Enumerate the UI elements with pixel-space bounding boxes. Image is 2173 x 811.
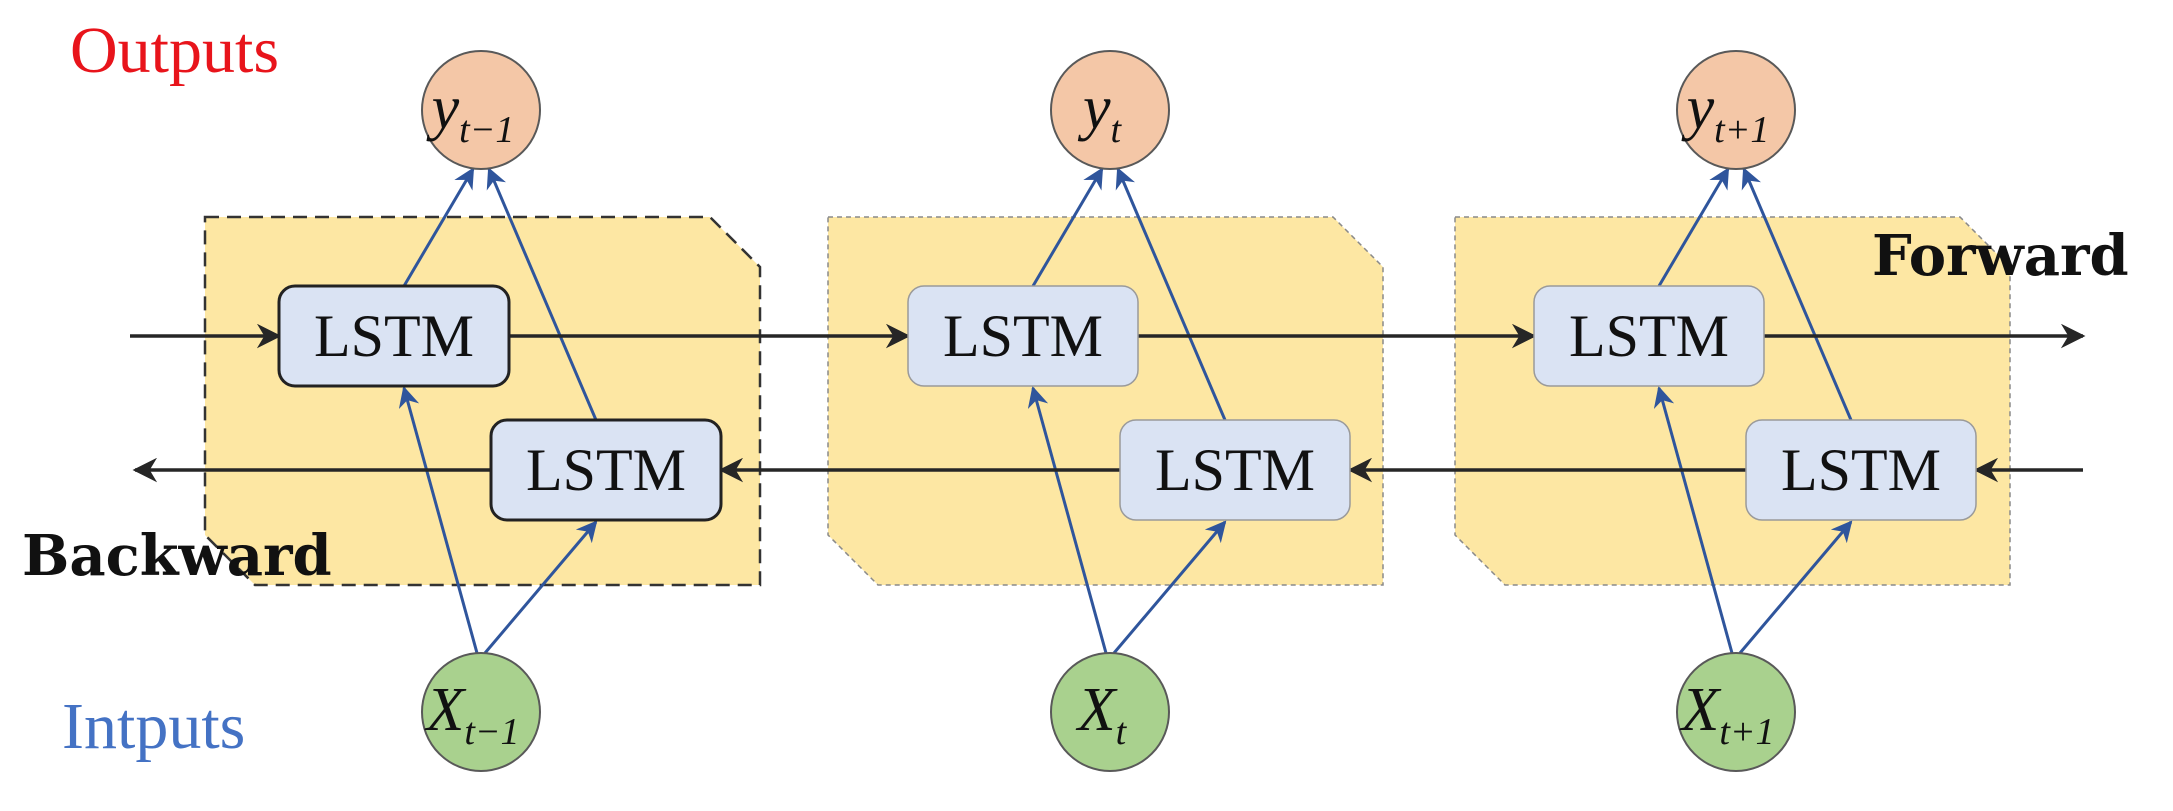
connector-arrow [1657,167,1730,287]
connector-arrow [1653,385,1734,654]
connector-arrow [1027,385,1108,654]
connector-arrow [1115,167,1227,421]
lstm-cell-label: LSTM [526,437,686,503]
output-node-circle [1050,50,1170,170]
output-node-label: yt−1 [426,74,515,151]
inputs-label: Intputs [62,690,245,763]
output-node-circle [1676,50,1796,170]
connector-arrow [1741,167,1853,421]
lstm-cell-box [277,284,511,388]
lstm-cell-label: LSTM [1569,303,1729,369]
forward-lstm-cell: LSTM [907,285,1139,387]
lstm-cell-label: LSTM [1781,437,1941,503]
lstm-cell-box [1533,285,1765,387]
lstm-cell-label: LSTM [1155,437,1315,503]
connector-arrow [402,167,475,287]
output-node: yt [1050,50,1170,170]
output-node-label: yt+1 [1681,74,1770,151]
connector-arrow [486,167,598,421]
backward-lstm-cell: LSTM [1119,419,1351,521]
input-node: Xt+1 [1676,652,1796,772]
lstm-cell-label: LSTM [314,303,474,369]
outputs-label: Outputs [70,14,279,87]
input-node-circle [1050,652,1170,772]
connector-arrow [1738,520,1853,654]
input-node-label: Xt+1 [1678,676,1774,753]
lstm-cell-label: LSTM [943,303,1103,369]
lstm-cell-box [489,418,723,522]
output-node-circle [421,50,541,170]
connector-arrow [483,520,598,654]
input-node: Xt−1 [421,652,541,772]
connector-arrows [398,167,1853,654]
connector-arrow [1112,520,1227,654]
lstm-cell-box [907,285,1139,387]
timestep-panels [203,215,2011,587]
output-node-label: yt [1077,74,1123,151]
backward-label: Backward [22,523,332,589]
forward-lstm-cell: LSTM [277,284,511,388]
forward-lstm-cell: LSTM [1533,285,1765,387]
input-node: Xt [1050,652,1170,772]
input-node-circle [1676,652,1796,772]
flow-arrows [130,323,2086,483]
backward-lstm-cell: LSTM [489,418,723,522]
output-node: yt−1 [421,50,541,170]
backward-lstm-cell: LSTM [1745,419,1977,521]
forward-label: Forward [1872,223,2129,289]
input-node-label: Xt−1 [423,676,519,753]
lstm-cell-box [1119,419,1351,521]
connector-arrow [1031,167,1104,287]
output-node: yt+1 [1676,50,1796,170]
connector-arrow [398,385,479,654]
input-node-label: Xt [1075,676,1128,753]
timestep-panel [827,216,1384,586]
lstm-cell-box [1745,419,1977,521]
input-node-circle [421,652,541,772]
lstm-cells: LSTM LSTM LSTM LSTM LSTM LSTM [277,284,1977,522]
